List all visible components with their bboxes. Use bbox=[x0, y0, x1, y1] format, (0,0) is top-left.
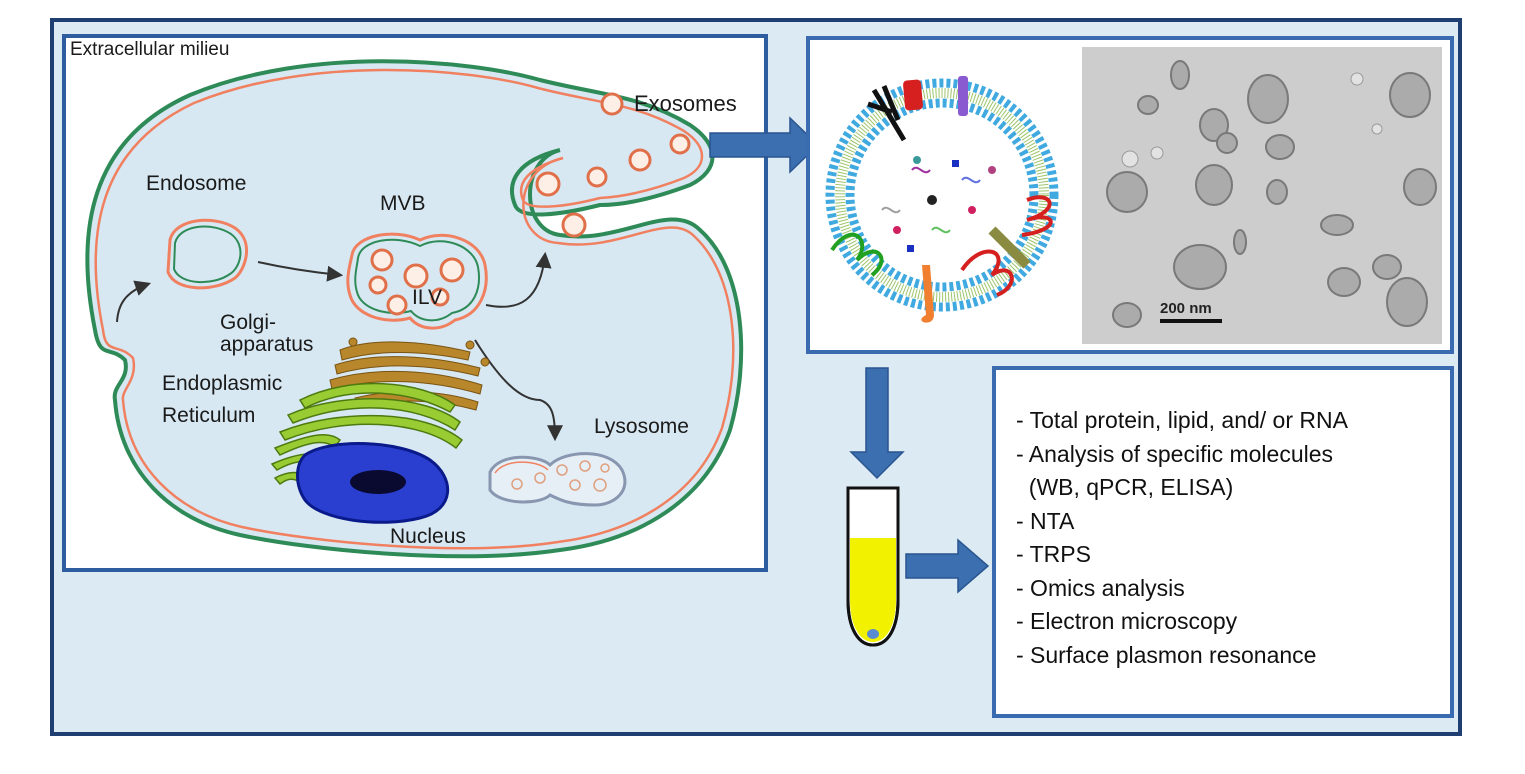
ilv-label: ILV bbox=[412, 286, 442, 309]
micrograph-vesicles bbox=[1082, 47, 1442, 344]
lysosome-label: Lysosome bbox=[594, 415, 689, 438]
scale-bar-label: 200 nm bbox=[1160, 300, 1212, 317]
mvb-shape bbox=[346, 232, 488, 330]
lysosome-shape bbox=[488, 452, 627, 507]
method-item: - Surface plasmon resonance bbox=[1016, 641, 1317, 668]
method-item: - Omics analysis bbox=[1016, 574, 1185, 601]
cargo-molecules bbox=[881, 156, 996, 252]
golgi-apparatus bbox=[329, 337, 490, 411]
cell-arrows bbox=[116, 251, 563, 442]
er-label-line2: Reticulum bbox=[162, 404, 256, 427]
er-label-line1: Endoplasmic bbox=[162, 372, 283, 395]
methods-list: - Total protein, lipid, and/ or RNA - An… bbox=[1016, 404, 1348, 672]
endosome-shape bbox=[166, 218, 249, 290]
exosome-structure-illustration bbox=[825, 76, 1059, 323]
exosomes-label: Exosomes bbox=[634, 91, 737, 116]
methods-panel bbox=[992, 366, 1454, 718]
mvb-label: MVB bbox=[380, 192, 426, 215]
flow-arrows bbox=[709, 116, 990, 594]
exosome-particles bbox=[535, 92, 691, 238]
membrane-proteins bbox=[830, 76, 1053, 323]
lipid-tails bbox=[835, 88, 1049, 302]
method-item: - Analysis of specific molecules bbox=[1016, 440, 1334, 467]
golgi-label-line2: apparatus bbox=[220, 333, 314, 356]
arrow-to-methods bbox=[905, 538, 990, 594]
method-item: - NTA bbox=[1016, 507, 1075, 534]
arrow-down-to-tube bbox=[849, 367, 905, 480]
test-tube bbox=[846, 486, 900, 647]
method-item: - Total protein, lipid, and/ or RNA bbox=[1016, 407, 1348, 433]
method-item: - Electron microscopy bbox=[1016, 608, 1238, 634]
endosome-label: Endosome bbox=[146, 172, 247, 195]
extracellular-milieu-label: Extracellular milieu bbox=[70, 39, 230, 60]
method-item: (WB, qPCR, ELISA) bbox=[1016, 474, 1234, 500]
arrow-to-vesicle bbox=[709, 116, 820, 174]
electron-micrograph bbox=[1082, 47, 1442, 344]
scale-bar bbox=[1160, 319, 1222, 323]
nucleus-label: Nucleus bbox=[390, 525, 466, 548]
nucleus-shape bbox=[296, 442, 449, 524]
golgi-label-line1: Golgi- bbox=[220, 311, 277, 334]
method-item: - TRPS bbox=[1016, 541, 1091, 567]
